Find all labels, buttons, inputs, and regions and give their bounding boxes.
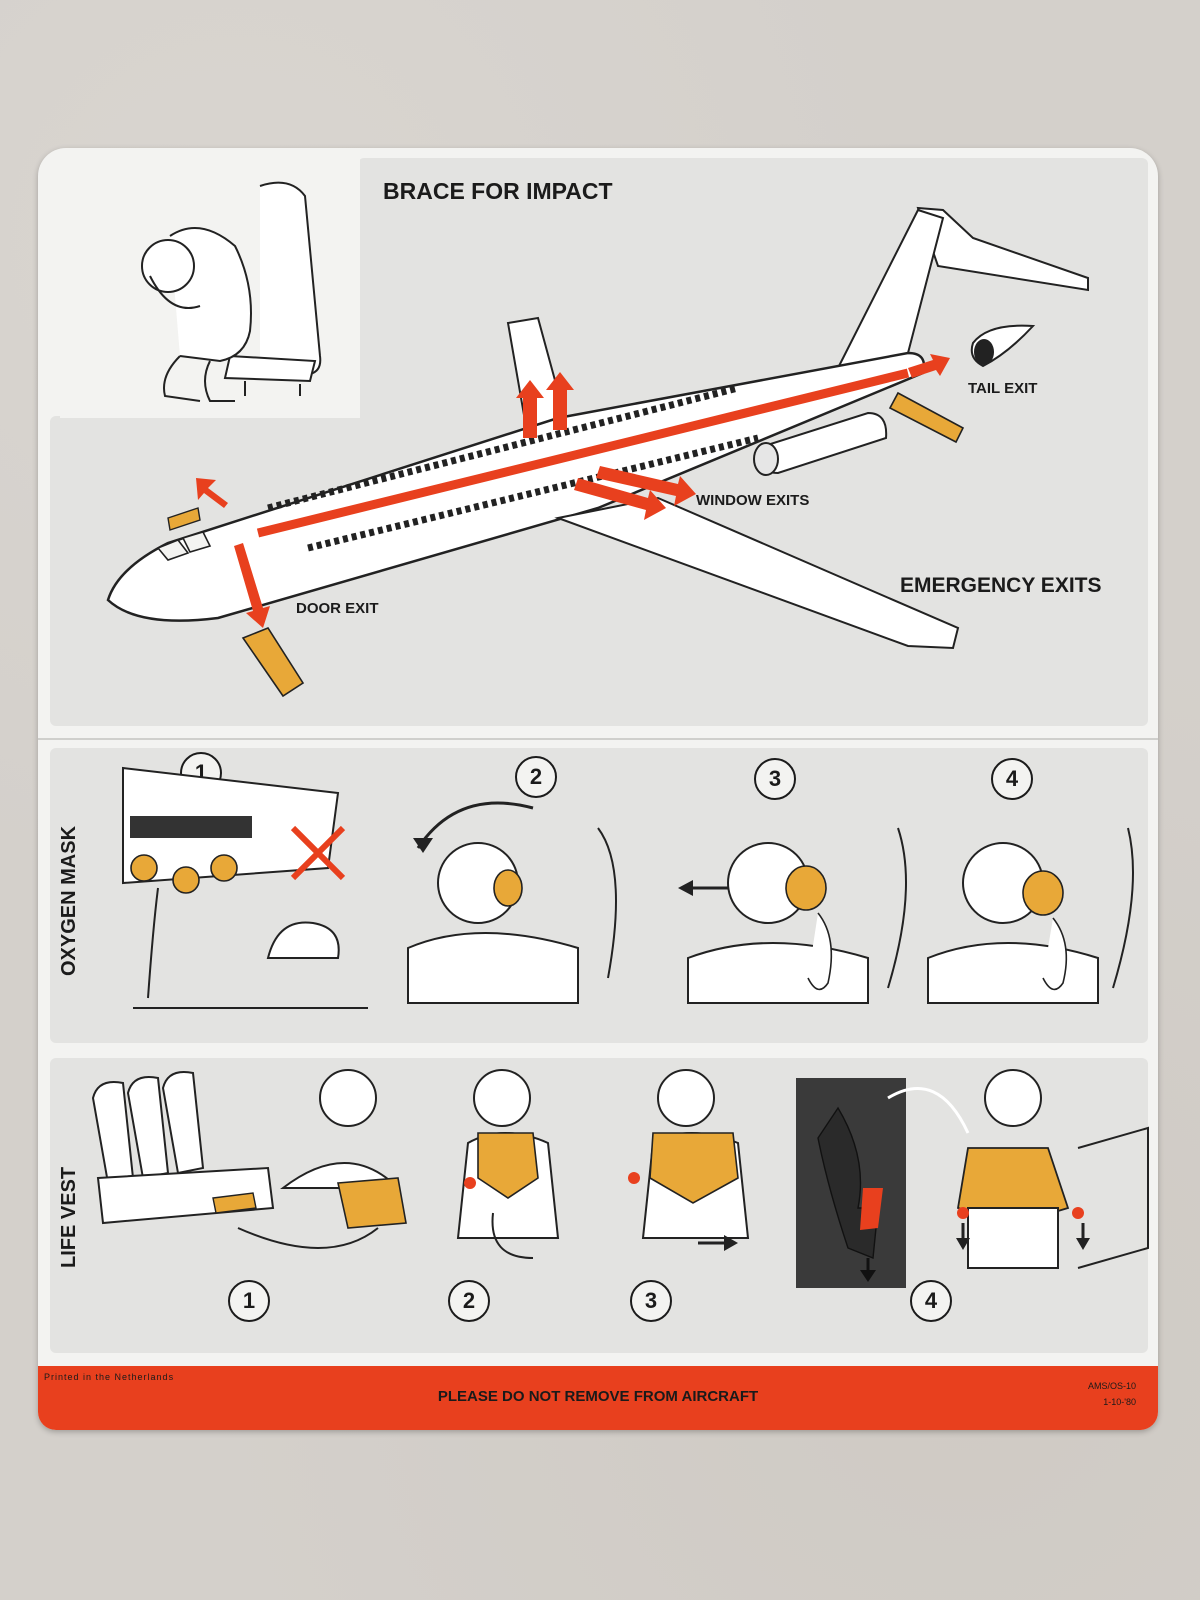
printed-in-text: Printed in the Netherlands <box>44 1372 175 1382</box>
footer-band: Printed in the Netherlands PLEASE DO NOT… <box>38 1366 1158 1430</box>
oxygen-step-2: 2 <box>515 756 557 798</box>
emergency-exits-title: EMERGENCY EXITS <box>900 574 1102 597</box>
aircraft-diagram <box>106 206 1089 698</box>
vest-step-3: 3 <box>630 1280 672 1322</box>
vest-step-1: 1 <box>228 1280 270 1322</box>
card-code: AMS/OS-10 1-10-'80 <box>1088 1378 1136 1410</box>
do-not-remove-notice: PLEASE DO NOT REMOVE FROM AIRCRAFT <box>437 1388 759 1405</box>
card-code-line2: 1-10-'80 <box>1103 1397 1136 1407</box>
door-exit-label: DOOR EXIT <box>296 600 379 617</box>
life-vest-illustrations <box>91 1069 1149 1288</box>
card-code-line1: AMS/OS-10 <box>1087 1381 1136 1391</box>
fold-line <box>38 738 1158 740</box>
vest-step-2: 2 <box>448 1280 490 1322</box>
brace-position-illustration <box>141 181 322 402</box>
brace-title: BRACE FOR IMPACT <box>383 178 613 204</box>
window-exits-label: WINDOW EXITS <box>696 492 810 509</box>
oxygen-step-3: 3 <box>754 758 796 800</box>
brace-illustration-box <box>60 156 360 418</box>
tail-exit-label: TAIL EXIT <box>968 380 1038 397</box>
safety-card: BRACE FOR IMPACT <box>38 148 1158 1430</box>
oxygen-step-4: 4 <box>991 758 1033 800</box>
oxygen-mask-illustrations <box>122 766 1134 1009</box>
vest-step-4: 4 <box>910 1280 952 1322</box>
